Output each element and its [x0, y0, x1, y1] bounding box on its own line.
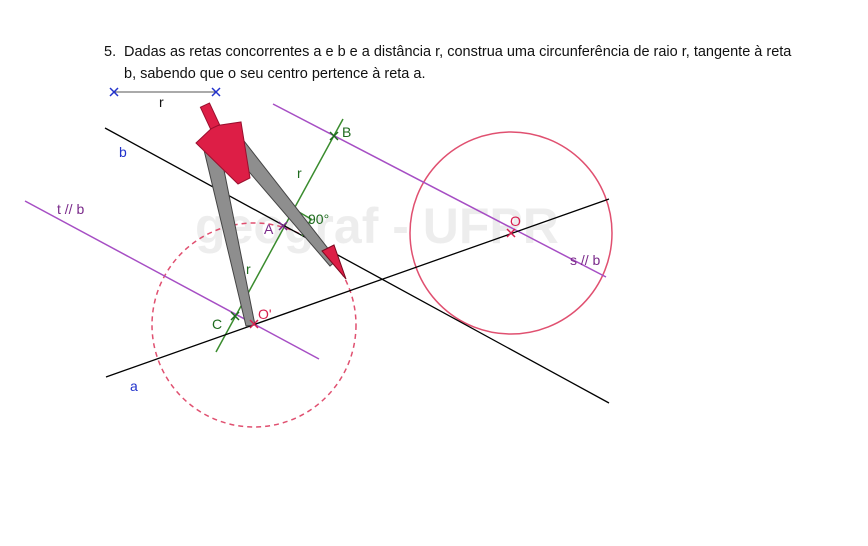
label-angle-90: 90° — [308, 211, 329, 227]
problem-text-line-1: Dadas as retas concorrentes a e b e a di… — [124, 44, 792, 60]
line-t — [24, 200, 320, 360]
label-point-A: A — [264, 221, 274, 237]
point-O-prime-marker — [249, 319, 259, 329]
point-O-marker — [506, 228, 516, 238]
label-point-O-prime: O' — [258, 306, 272, 322]
problem-number: 5. — [104, 44, 117, 60]
label-radius-lower: r — [246, 261, 251, 277]
circle-dashed — [151, 222, 357, 428]
label-radius-upper: r — [297, 165, 302, 181]
watermark: geograf - UFPR — [195, 198, 559, 254]
circle-solution — [409, 131, 613, 335]
problem-text-line-2: b, sabendo que o seu centro pertence à r… — [124, 66, 426, 82]
label-line-t: t // b — [57, 201, 84, 217]
line-b — [104, 127, 610, 404]
label-point-O: O — [510, 213, 521, 229]
label-line-a: a — [130, 378, 138, 394]
label-point-C: C — [212, 316, 222, 332]
point-B-marker — [329, 131, 339, 141]
compass-icon — [195, 102, 347, 327]
line-s — [272, 103, 607, 278]
label-line-b: b — [119, 144, 127, 160]
label-point-B: B — [342, 124, 351, 140]
line-a — [105, 198, 610, 378]
label-segment-r: r — [159, 94, 164, 110]
label-line-s: s // b — [570, 252, 601, 268]
point-A-marker — [278, 221, 288, 231]
segment-r-endpoint-right — [211, 87, 221, 97]
segment-r-endpoint-left — [109, 87, 119, 97]
point-C-marker — [230, 311, 240, 321]
